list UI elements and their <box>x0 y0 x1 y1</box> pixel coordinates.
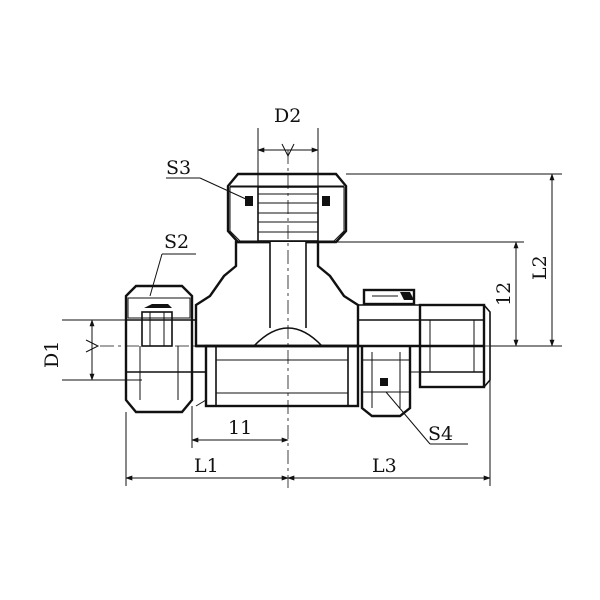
label-d2: D2 <box>274 105 301 127</box>
label-L3: L3 <box>372 455 397 477</box>
label-s3: S3 <box>166 157 191 179</box>
center-lines <box>100 150 496 488</box>
dim-l1-small: 11 <box>191 406 289 448</box>
label-L2: L2 <box>529 255 551 280</box>
dim-l1-l3: L1 L3 <box>125 380 491 486</box>
dim-d1: D1 <box>41 319 142 381</box>
lower-body <box>195 344 360 408</box>
label-12: 12 <box>493 282 515 306</box>
left-nut-s2 <box>124 284 206 414</box>
right-branch <box>360 288 491 418</box>
dim-s2: S2 <box>149 231 196 297</box>
label-L1: L1 <box>194 455 219 477</box>
top-nut-s3 <box>226 172 348 244</box>
dim-d2: D2 <box>257 105 319 186</box>
dim-l2: L2 12 <box>318 173 562 347</box>
label-d1: D1 <box>41 341 63 368</box>
label-s4: S4 <box>428 423 453 445</box>
label-11: 11 <box>228 417 252 439</box>
dim-s3: S3 <box>166 157 249 201</box>
label-s2: S2 <box>164 231 189 253</box>
tee-body <box>194 240 485 348</box>
dim-s4: S4 <box>385 391 468 445</box>
